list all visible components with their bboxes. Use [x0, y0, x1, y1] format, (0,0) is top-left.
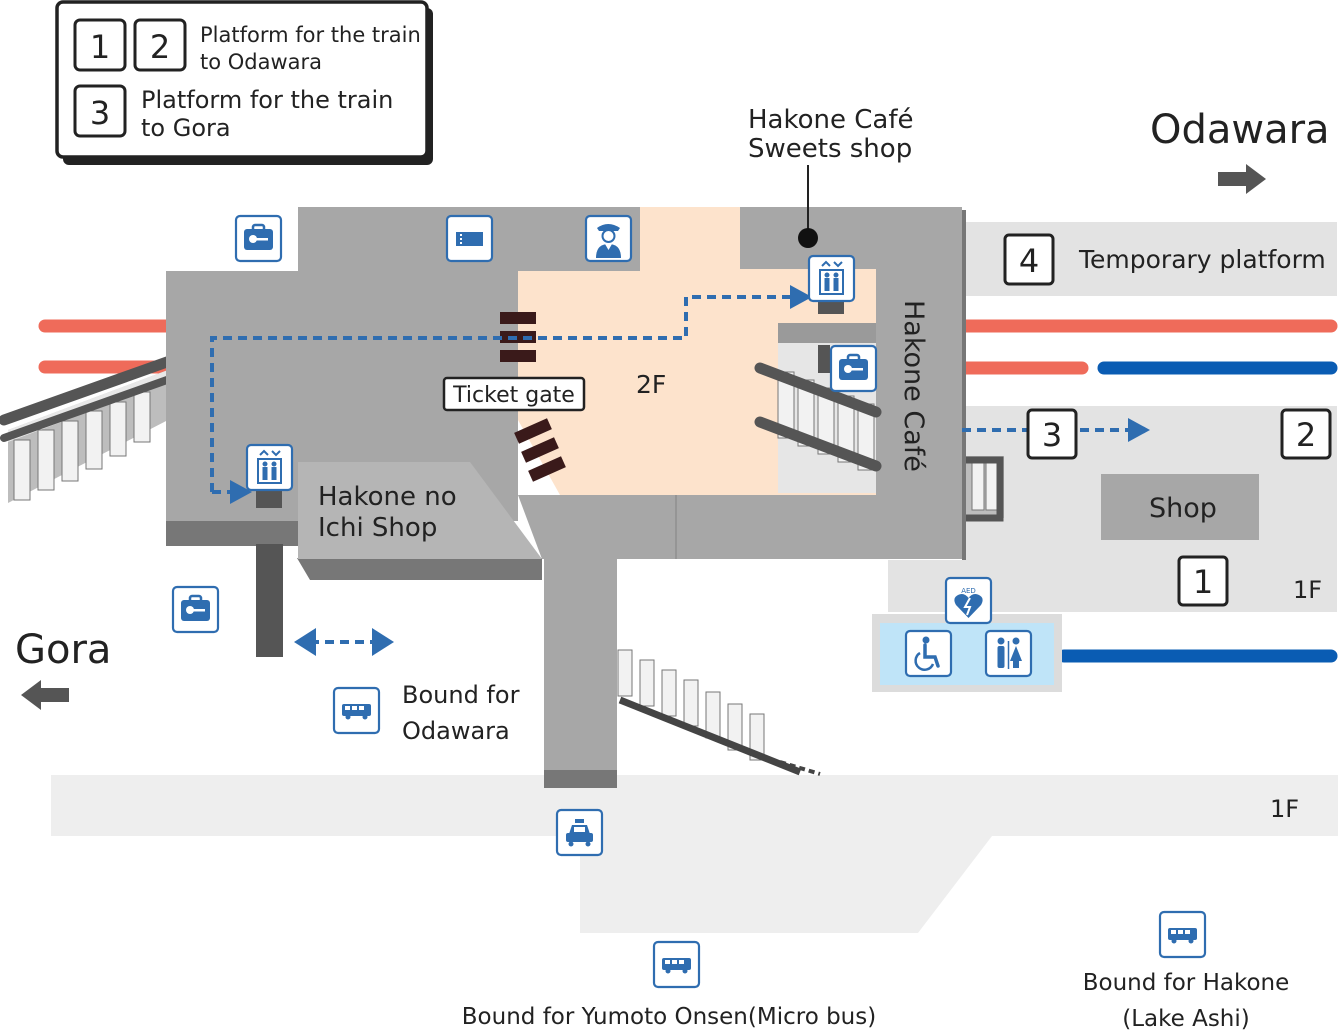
ichi-shop-label-line1: Hakone no: [318, 482, 457, 512]
bus-odawara-line1: Bound for: [402, 681, 520, 709]
escalator-top: [818, 345, 830, 373]
bus-icon[interactable]: [1158, 910, 1207, 959]
gora-label: Gora: [15, 627, 111, 673]
legend-odawara-line2: to Odawara: [200, 50, 322, 74]
temporary-platform-num: 4: [1019, 242, 1039, 280]
platform-stairs: [966, 456, 1004, 522]
double-arrow-route: [294, 628, 394, 656]
floor-1f-right: 1F: [1293, 576, 1322, 604]
ticket-machine-icon[interactable]: [445, 214, 494, 263]
staircase-icon: [0, 346, 201, 503]
ticket-gate-box: [442, 376, 586, 412]
building-shadow: [166, 210, 966, 788]
bus-icon[interactable]: [332, 686, 381, 735]
platform-number-boxes: [1003, 233, 1332, 607]
bus-odawara-line2: Odawara: [402, 717, 510, 745]
taxi-icon[interactable]: [555, 808, 604, 857]
bus-hakone-line1: Bound for Hakone: [1083, 970, 1290, 996]
legend-odawara-line1: Platform for the train: [200, 23, 421, 47]
legend-platform-1: 1: [90, 28, 110, 66]
arrow-left-icon: [21, 680, 69, 710]
hakone-cafe-vertical: Hakone Café: [898, 300, 929, 472]
ichi-shop-label-line2: Ichi Shop: [318, 513, 437, 543]
bus-icon[interactable]: [652, 940, 701, 989]
locker-icon[interactable]: [234, 214, 283, 263]
locker-icon[interactable]: [829, 344, 878, 393]
aed-label: AED: [961, 587, 976, 595]
temporary-platform-label: Temporary platform: [1078, 245, 1326, 274]
platform-1-label: 1: [1193, 563, 1213, 601]
wheelchair-icon[interactable]: [904, 629, 953, 678]
cafe-shop-label-line1: Hakone Café: [748, 105, 914, 135]
platform-3-label: 3: [1042, 416, 1062, 454]
station-building-2f: [166, 207, 962, 770]
escalator-icon: [754, 362, 882, 472]
floor-2f-label: 2F: [636, 370, 666, 399]
odawara-label: Odawara: [1150, 107, 1330, 153]
rail-lines: [38, 319, 1338, 663]
aed-icon[interactable]: AED: [944, 576, 993, 625]
legend-gora-line1: Platform for the train: [141, 86, 393, 114]
pointer-dot: [798, 228, 818, 248]
ground-1f-plaza: [580, 836, 992, 933]
bus-yumoto-label: Bound for Yumoto Onsen(Micro bus): [462, 1004, 876, 1030]
legend: 1 2 3 Platform for the train to Odawara …: [55, 0, 433, 165]
cafe-shop-label-line2: Sweets shop: [748, 134, 912, 164]
ticket-gate-label: Ticket gate: [452, 383, 575, 408]
locker-icon[interactable]: [171, 585, 220, 634]
bus-hakone-line2: (Lake Ashi): [1122, 1006, 1250, 1031]
end-arrowheads: [230, 285, 1150, 504]
legend-gora-line2: to Gora: [141, 114, 231, 142]
bottom-staircase: [617, 649, 821, 776]
restroom-icon[interactable]: [984, 629, 1033, 678]
platform-2-label: 2: [1296, 416, 1316, 454]
shop-label: Shop: [1149, 493, 1217, 524]
legend-platform-2: 2: [150, 28, 170, 66]
floor-1f-bottom: 1F: [1270, 795, 1299, 823]
ground-1f-strip: [51, 775, 1338, 836]
arrow-right-icon: [1218, 164, 1266, 194]
station-staff-icon[interactable]: [584, 214, 633, 263]
elevator-shaft: [256, 544, 283, 657]
elevator-icon[interactable]: [245, 443, 294, 492]
legend-platform-3: 3: [90, 94, 110, 132]
elevator-icon[interactable]: [807, 254, 856, 303]
shop-block: [1101, 474, 1259, 540]
